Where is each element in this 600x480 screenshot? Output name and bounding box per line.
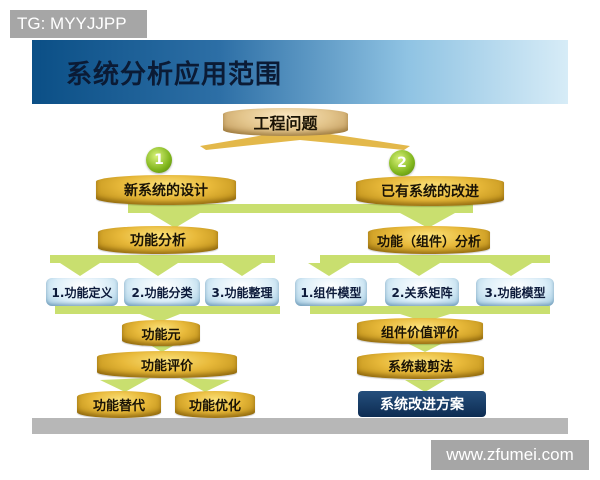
left-outcome-1: 功能替代 — [77, 391, 161, 418]
footer-bar — [32, 418, 568, 434]
left-outcome-2: 功能优化 — [175, 391, 255, 418]
arrow-out-right — [180, 378, 230, 392]
title-banner — [32, 40, 568, 104]
arrow-l3 — [222, 263, 262, 276]
site-watermark: www.zfumei.com — [431, 440, 589, 470]
left-step-3: 3.功能整理 — [205, 278, 279, 306]
right-result-node: 系统改进方案 — [358, 391, 486, 417]
arrow-right-result — [405, 380, 445, 392]
right-method-node: 系统裁剪法 — [357, 352, 484, 379]
arrow-l1 — [60, 263, 100, 276]
left-evaluation-node: 功能评价 — [97, 351, 237, 378]
arrow-l2 — [138, 263, 178, 276]
right-merge-bar — [310, 306, 550, 314]
left-merge-bar — [55, 306, 280, 314]
arrow-right-analysis — [400, 213, 455, 228]
slide-title: 系统分析应用范围 — [66, 60, 283, 90]
arrow-left-analysis — [150, 213, 200, 228]
arrow-left-element — [140, 314, 180, 322]
branch-1-badge: 1 — [146, 147, 172, 173]
tg-tag: TG: MYYJJPP — [10, 10, 147, 38]
left-step-1: 1.功能定义 — [46, 278, 118, 306]
left-element-node: 功能元 — [122, 320, 200, 346]
branch-2-badge: 2 — [389, 150, 415, 176]
right-evaluation-node: 组件价值评价 — [357, 318, 483, 344]
left-step-2: 2.功能分类 — [124, 278, 200, 306]
arrow-right-method — [405, 342, 445, 352]
left-analysis-node: 功能分析 — [98, 226, 218, 254]
left-steps-bar — [50, 255, 275, 263]
right-steps-bar — [320, 255, 550, 263]
left-head-node: 新系统的设计 — [96, 175, 236, 205]
arrow-r1 — [308, 263, 350, 276]
right-head-node: 已有系统的改进 — [356, 176, 504, 206]
arrow-out-left — [100, 378, 150, 392]
arrow-r2 — [398, 263, 440, 276]
root-node: 工程问题 — [223, 108, 348, 136]
right-step-1: 1.组件模型 — [295, 278, 367, 306]
right-step-3: 3.功能模型 — [476, 278, 554, 306]
right-analysis-node: 功能（组件）分析 — [368, 226, 490, 254]
right-step-2: 2.关系矩阵 — [385, 278, 459, 306]
arrow-r3 — [490, 263, 532, 276]
root-connector — [200, 134, 410, 150]
heads-bar — [128, 204, 473, 213]
